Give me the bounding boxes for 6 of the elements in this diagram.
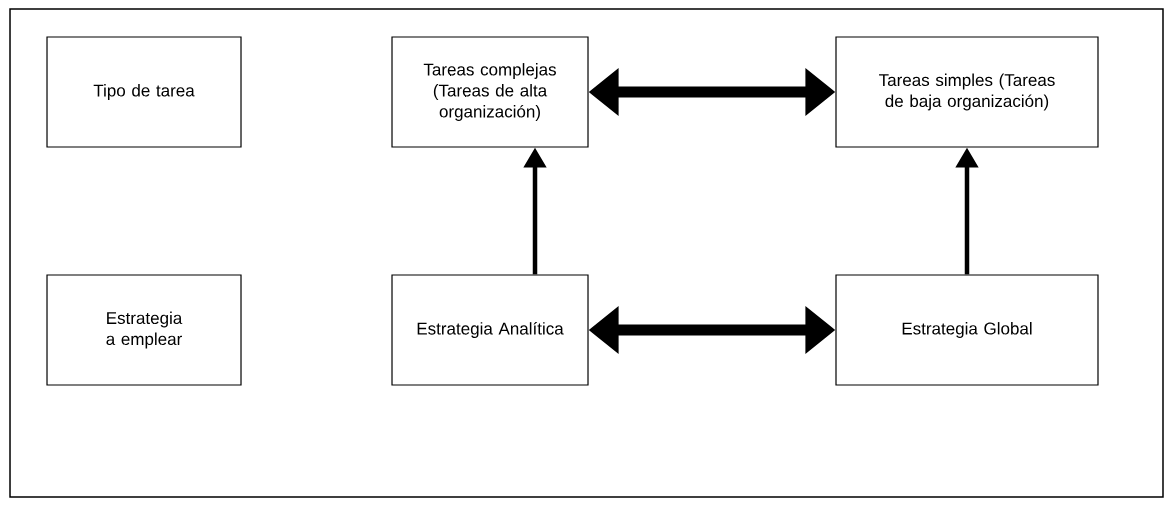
text-box: Estrategia a emplear bbox=[46, 274, 242, 386]
text-box: Tareas complejas (Tareas de alta organización) bbox=[391, 36, 589, 148]
text-box: Estrategia Analítica bbox=[391, 274, 589, 386]
text-box: Tareas simples (Tareas de baja organización) bbox=[835, 36, 1099, 148]
text-box: Tipo de tarea bbox=[46, 36, 242, 148]
text-box: Estrategia Global bbox=[835, 274, 1099, 386]
